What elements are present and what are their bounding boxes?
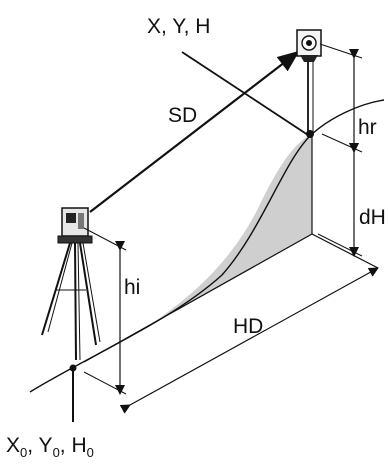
box-bottom-edge (83, 233, 313, 363)
height-difference-label: dH (359, 206, 386, 229)
target-pointer-line (181, 51, 309, 136)
instrument-height-label: hi (124, 276, 140, 299)
horizontal-distance-label: HD (233, 315, 263, 338)
reflector-icon (296, 29, 322, 138)
reflector-height-label: hr (358, 116, 377, 139)
station-coords-label: X0, Y0, H0 (6, 434, 94, 460)
slope-distance-label: SD (168, 104, 197, 127)
height-difference-dimension (317, 133, 363, 257)
target-coords-label: X, Y, H (147, 15, 210, 38)
slope-distance-arrow (89, 50, 300, 213)
reflector-height-dimension (319, 43, 363, 153)
box-depth-edge (311, 233, 379, 269)
total-station-icon (41, 207, 101, 372)
terrain-surface (84, 134, 312, 362)
horizontal-distance-dimension (119, 267, 379, 414)
